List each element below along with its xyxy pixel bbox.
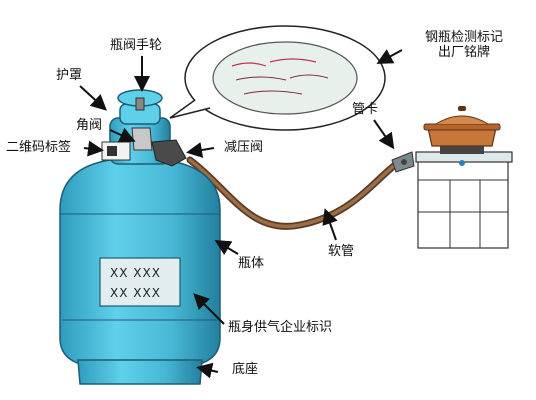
pot (427, 127, 497, 147)
label-nameplate-line1: 钢瓶检测标记 (424, 30, 503, 45)
arrow-angle-valve (109, 127, 136, 143)
label-qr-tag: 二维码标签 (6, 140, 72, 155)
stove (415, 106, 513, 249)
cylinder (59, 89, 221, 385)
angle-valve (131, 127, 153, 151)
label-pipe-clamp: 管卡 (352, 102, 379, 117)
body-mark-row1: XX XXX (110, 266, 161, 280)
nameplate-bubble (169, 25, 386, 131)
label-cylinder-body: 瓶体 (238, 256, 265, 271)
label-guard: 护罩 (56, 68, 83, 83)
label-angle-valve: 角阀 (76, 118, 103, 133)
arrow-pipe-clamp (373, 119, 395, 150)
label-handwheel: 瓶阀手轮 (110, 38, 163, 53)
supplier-label-panel (99, 257, 181, 307)
arrow-hose (322, 208, 338, 241)
label-regulator: 减压阀 (224, 140, 264, 155)
label-base: 底座 (232, 362, 259, 377)
label-supplier-mark: 瓶身供气企业标识 (228, 320, 333, 335)
arrow-guard (79, 85, 107, 111)
pipe-clamp (391, 151, 415, 173)
label-nameplate: 钢瓶检测标记 出厂铭牌 (408, 30, 520, 60)
arrow-supplier (193, 293, 225, 325)
label-nameplate-line2: 出厂铭牌 (437, 45, 490, 60)
callout-arrows (79, 49, 403, 379)
label-hose: 软管 (328, 244, 355, 259)
body-mark-row2: XX XXX (110, 286, 161, 300)
arrow-regulator (186, 142, 215, 158)
arrow-body (214, 239, 239, 256)
arrow-base (196, 362, 219, 379)
regulator (151, 139, 187, 167)
arrow-qr-tag (83, 140, 104, 157)
arrow-nameplate (376, 49, 403, 64)
